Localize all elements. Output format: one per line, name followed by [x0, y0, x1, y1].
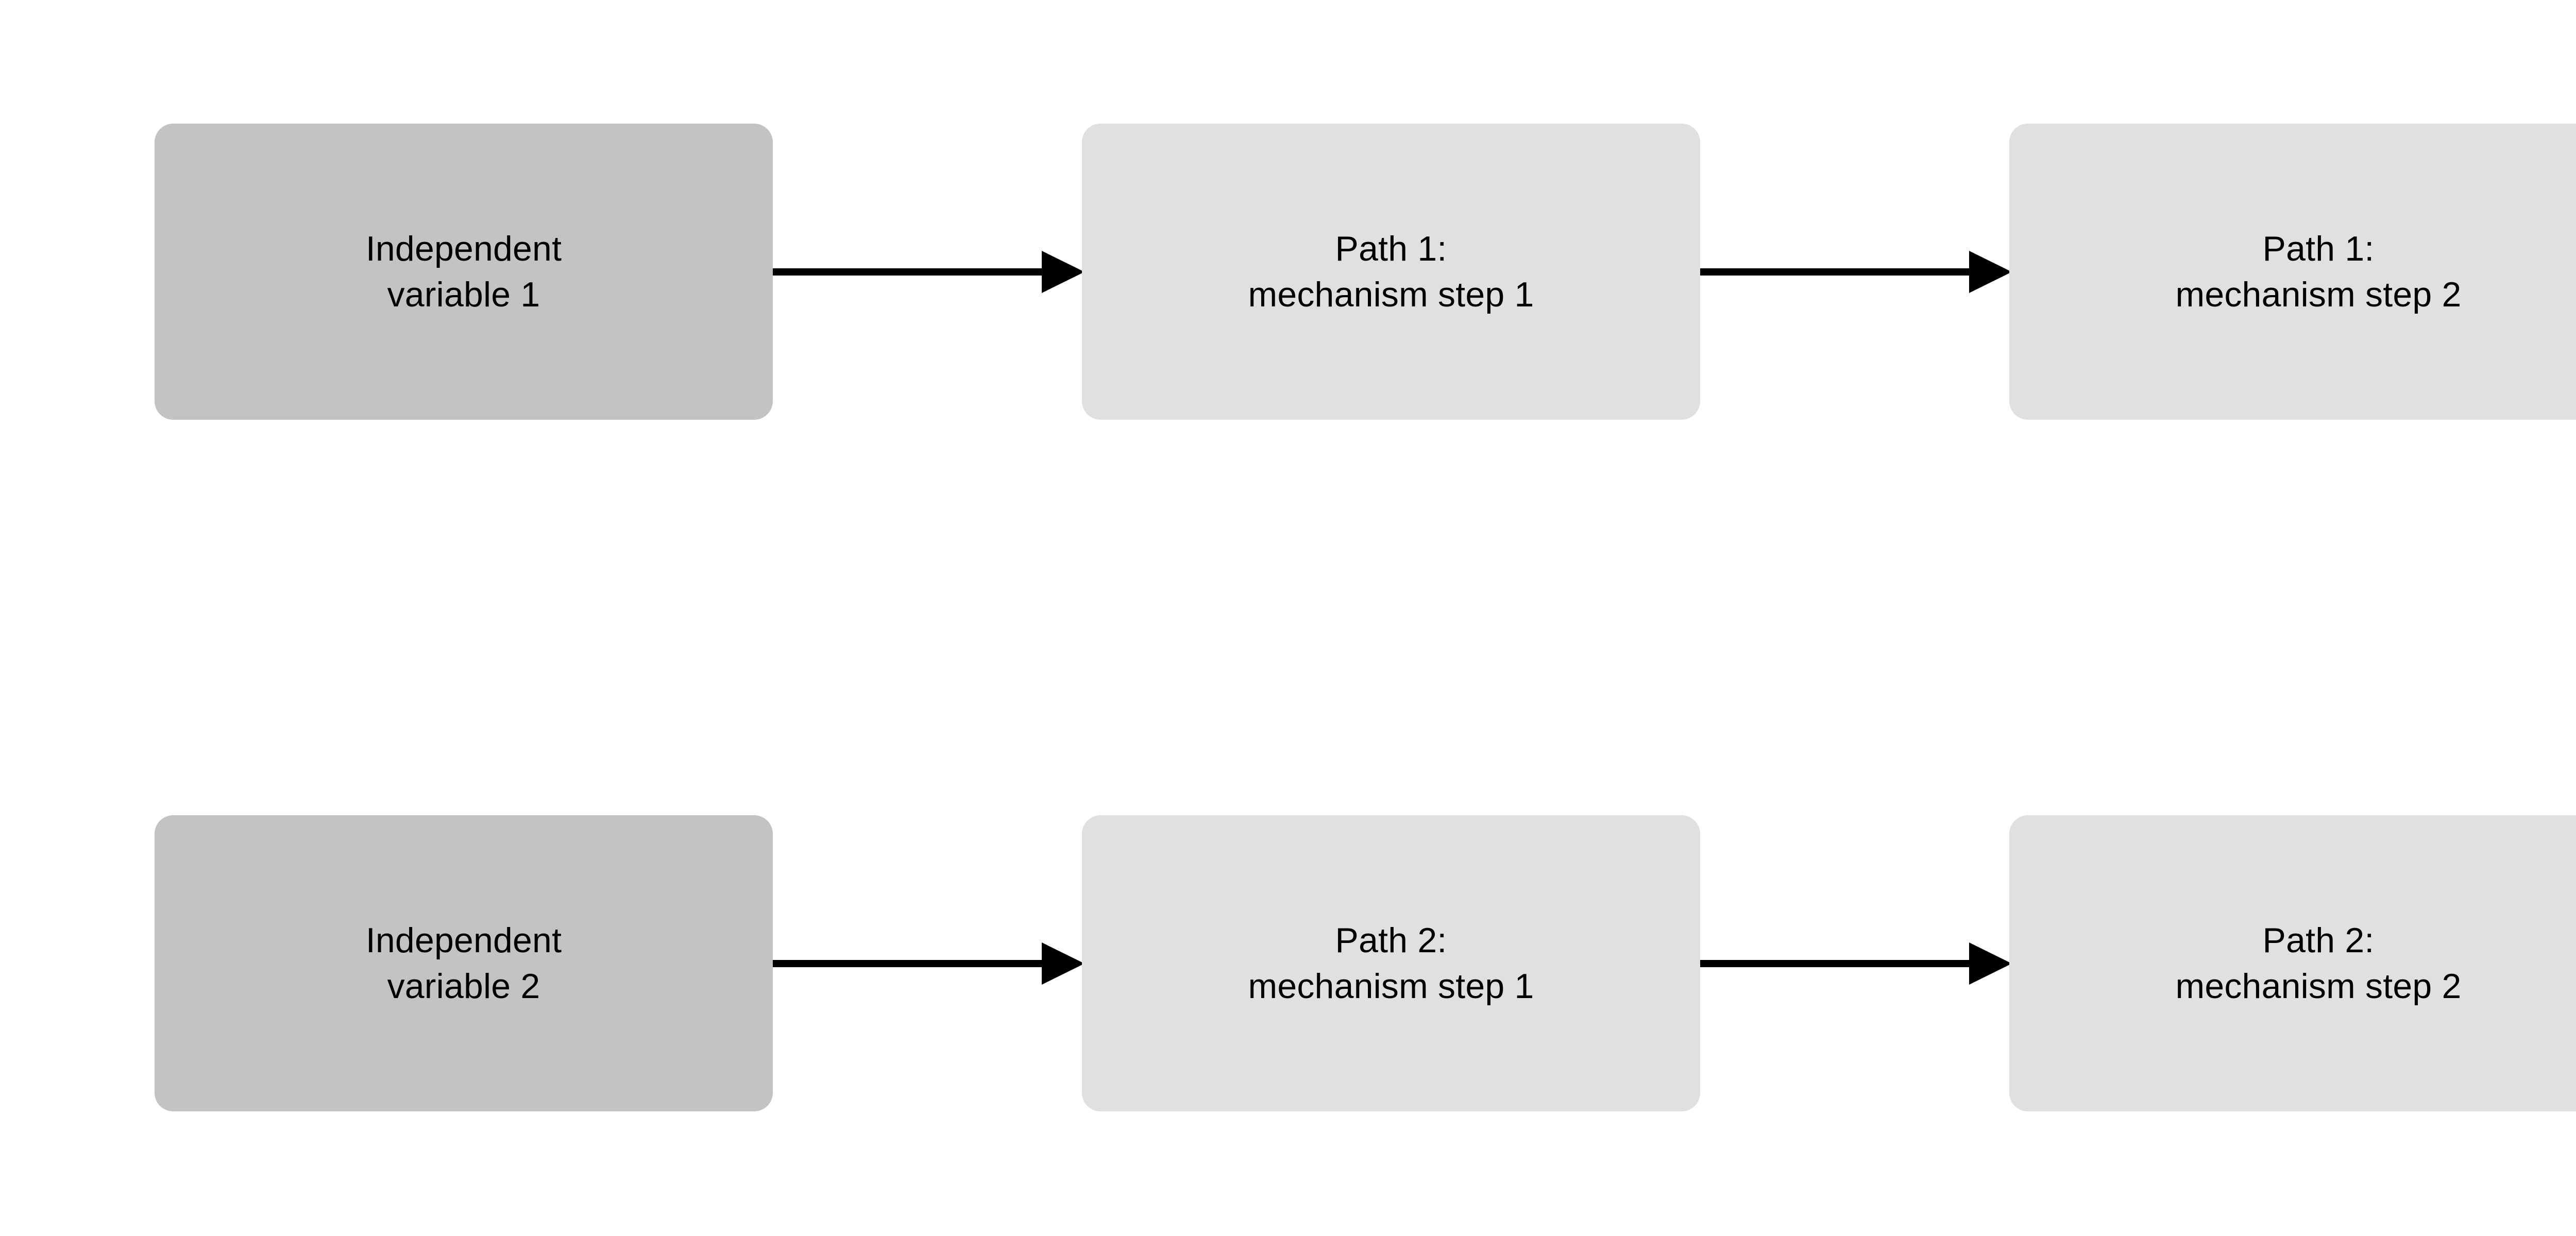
node-path-2-mechanism-step-1[interactable]: Path 2: mechanism step 1 [1082, 815, 1700, 1111]
node-label: Path 2: mechanism step 2 [2175, 921, 2462, 1006]
node-independent-variable-1[interactable]: Independent variable 1 [155, 124, 773, 420]
arrowhead-icon [1042, 251, 1084, 293]
edge-iv2-to-p2s1 [773, 942, 1084, 985]
arrowhead-icon [1969, 251, 2012, 293]
arrowhead-icon [1042, 942, 1084, 985]
edge-p1s1-to-p1s2 [1700, 251, 2012, 293]
node-label: Path 1: mechanism step 2 [2175, 229, 2462, 314]
edge-iv1-to-p1s1 [773, 251, 1084, 293]
node-label: Independent variable 2 [365, 921, 562, 1006]
node-label: Independent variable 1 [365, 229, 562, 314]
node-label: Path 1: mechanism step 1 [1248, 229, 1534, 314]
node-path-1-mechanism-step-1[interactable]: Path 1: mechanism step 1 [1082, 124, 1700, 420]
edge-p2s1-to-p2s2 [1700, 942, 2012, 985]
node-independent-variable-2[interactable]: Independent variable 2 [155, 815, 773, 1111]
node-path-2-mechanism-step-2[interactable]: Path 2: mechanism step 2 [2009, 815, 2576, 1111]
node-path-1-mechanism-step-2[interactable]: Path 1: mechanism step 2 [2009, 124, 2576, 420]
node-label: Path 2: mechanism step 1 [1248, 921, 1534, 1006]
arrowhead-icon [1969, 942, 2012, 985]
